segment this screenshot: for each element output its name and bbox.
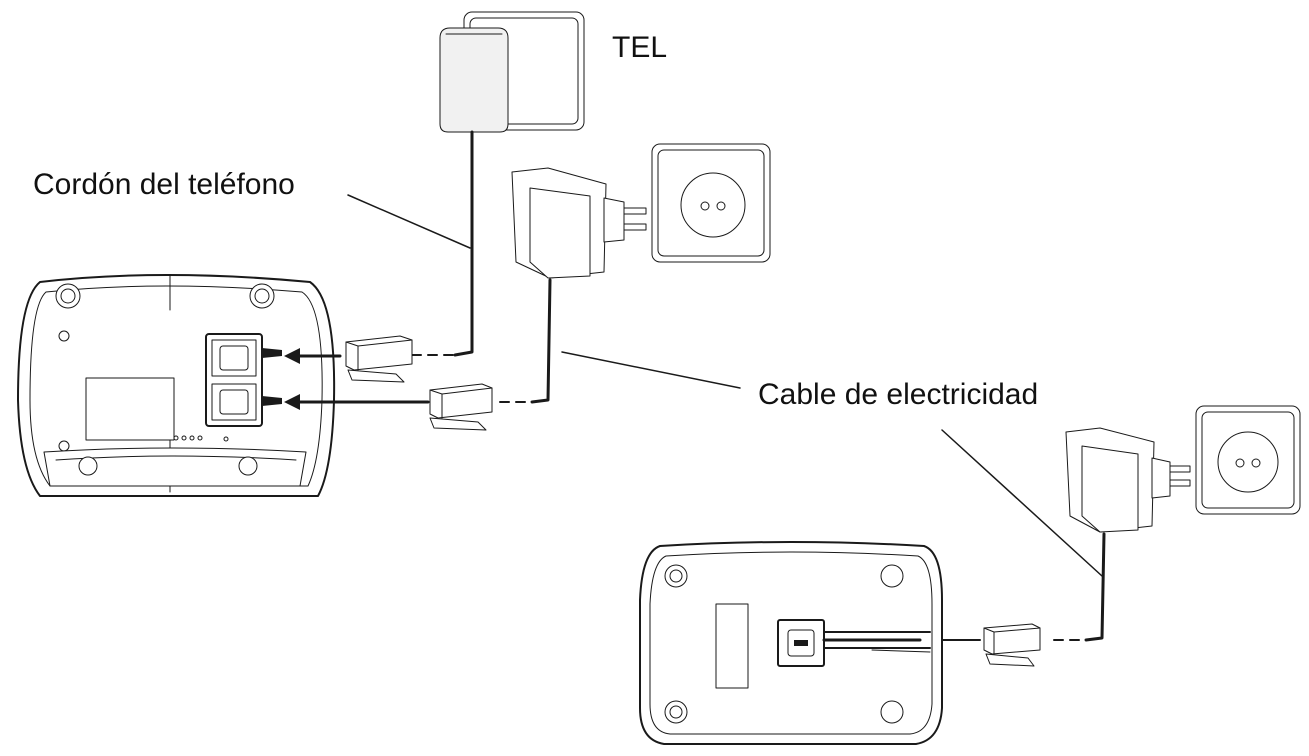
power-adapter-upper: [511, 167, 647, 279]
charger-base: [639, 541, 943, 745]
power-cable-label: Cable de electricidad: [758, 378, 1039, 411]
phone-cord: [411, 130, 474, 357]
arrow-phone-line: [284, 348, 342, 364]
power-plug: [429, 383, 493, 431]
base-station: [17, 274, 336, 497]
power-cable-upper: [499, 278, 552, 404]
tel-wall-socket: [439, 11, 585, 133]
charger-plug: [983, 623, 1041, 667]
power-cable-lower: [921, 532, 1106, 642]
arrow-power-line: [284, 394, 430, 410]
power-adapter-lower: [1065, 427, 1191, 533]
wall-outlet-lower: [1195, 405, 1301, 515]
phone-plug: [345, 335, 413, 383]
tel-label: TEL: [612, 31, 668, 64]
phone-cord-label: Cordón del teléfono: [33, 168, 295, 201]
wall-outlet-upper: [651, 143, 771, 263]
leader-lines: [347, 194, 1103, 577]
